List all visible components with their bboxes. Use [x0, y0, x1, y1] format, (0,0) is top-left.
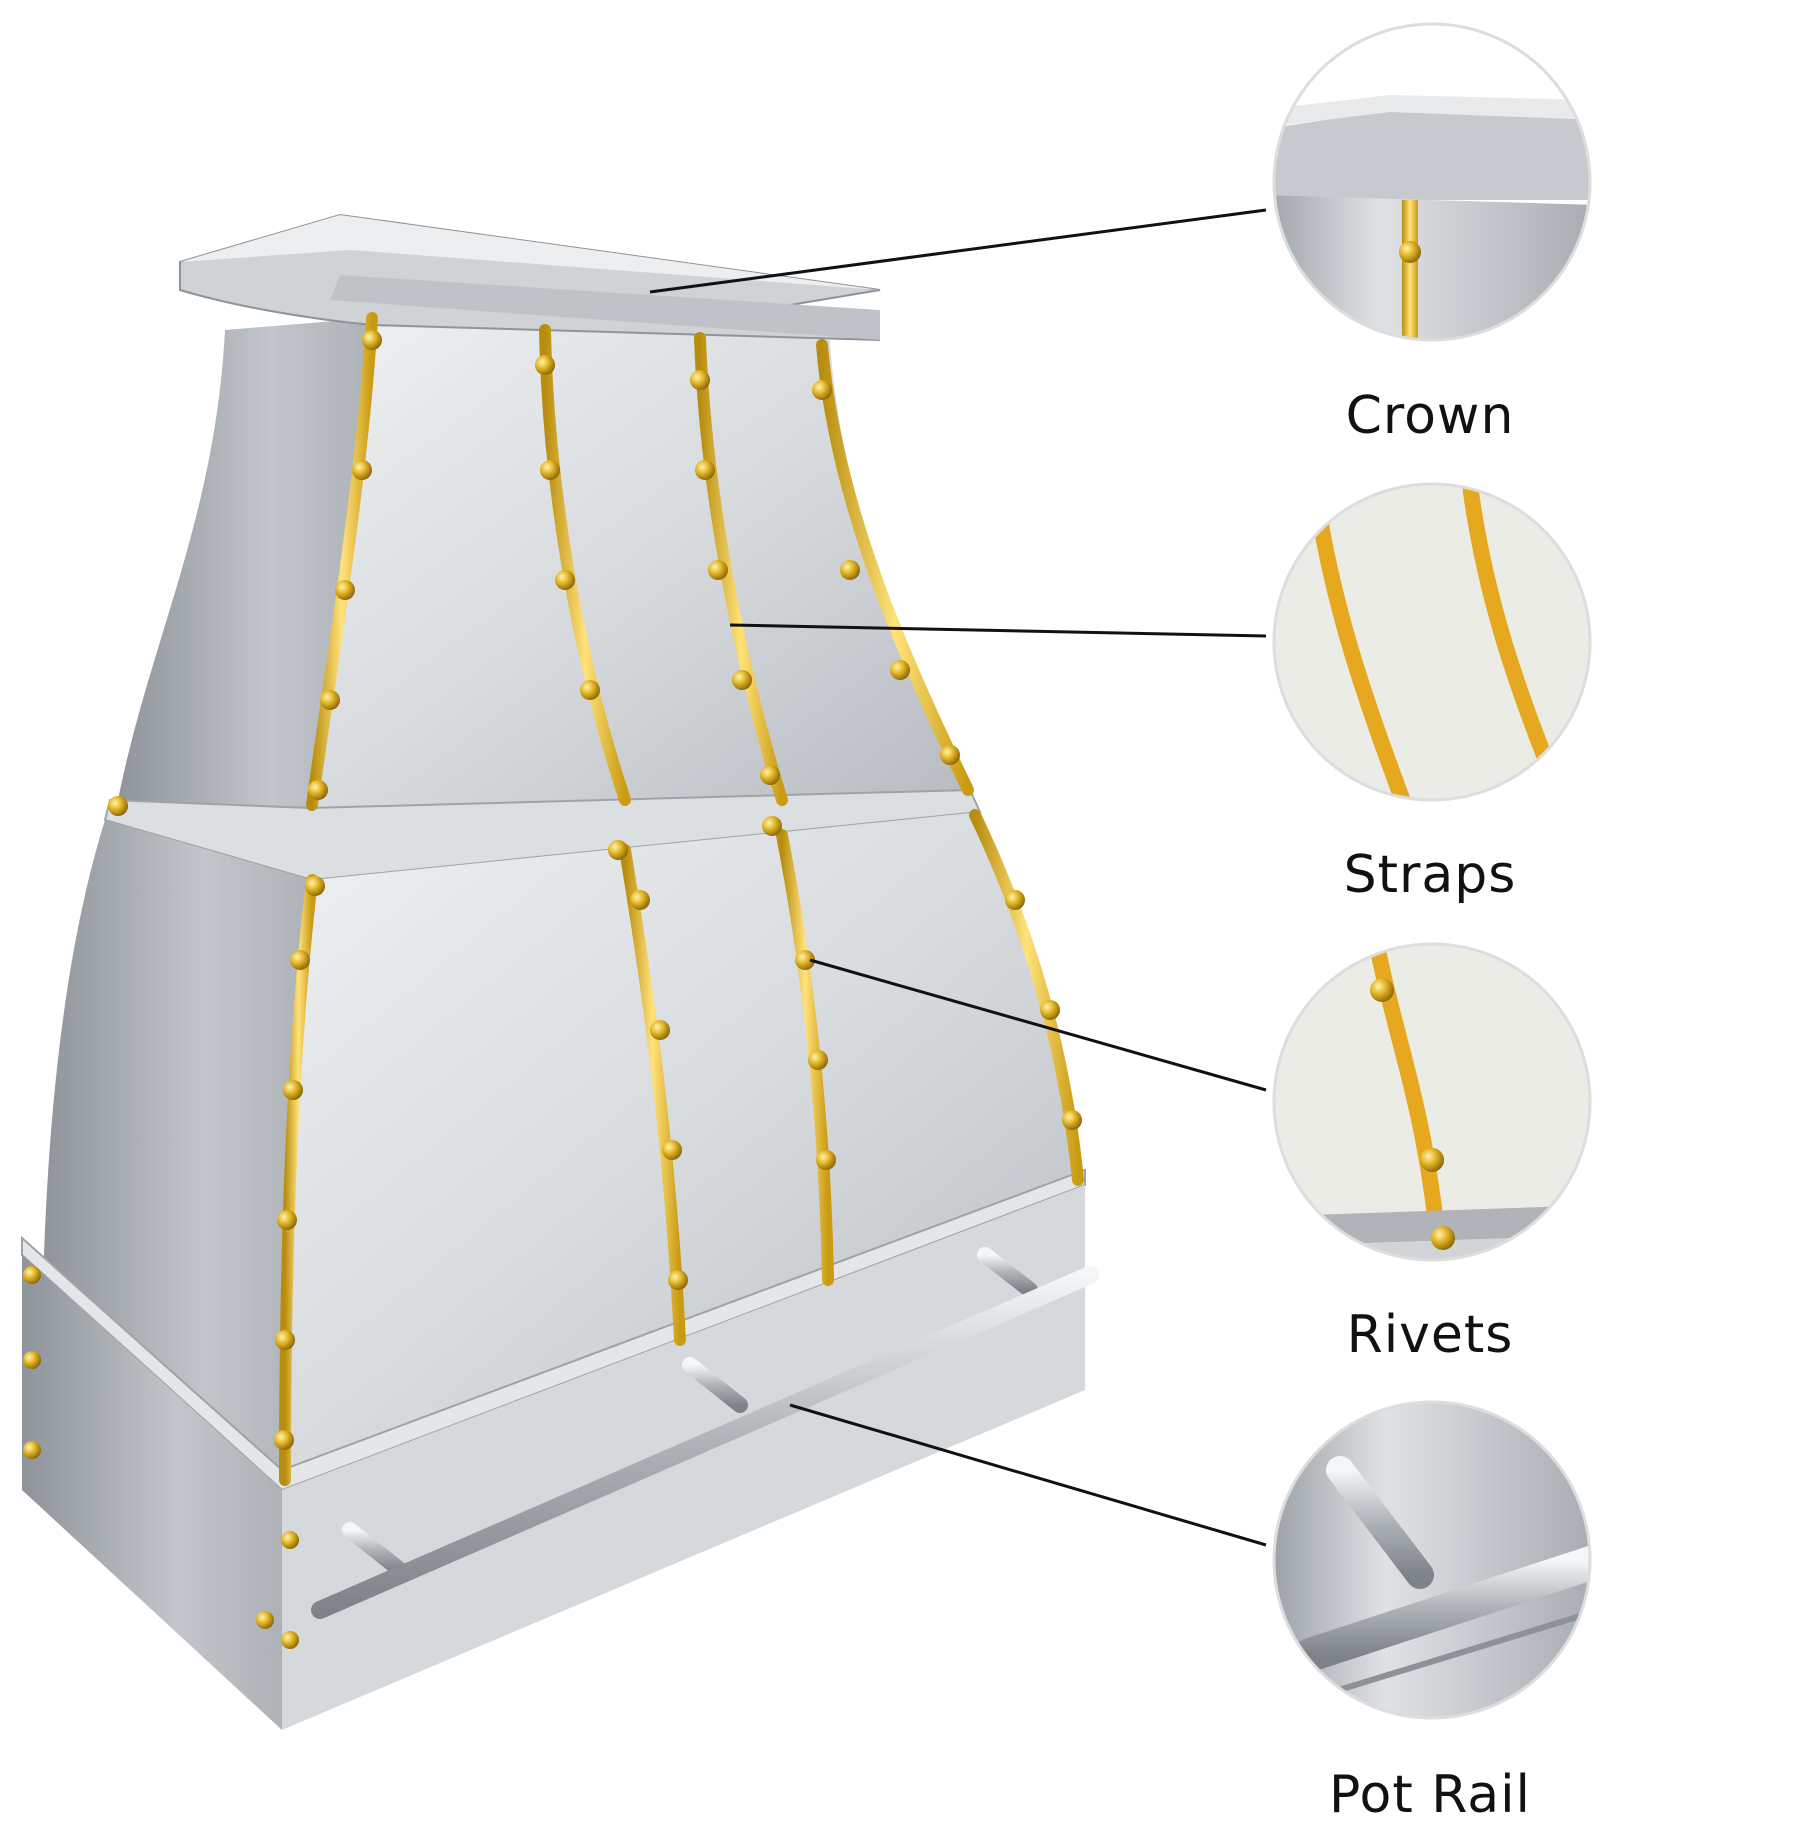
hood-base-side: [22, 1255, 282, 1730]
hood-upper-front: [310, 318, 970, 808]
callout-line-straps: [729, 623, 1267, 638]
callout-label-crown: Crown: [1345, 386, 1515, 446]
callout-line-crown: [649, 208, 1267, 294]
detail-circle-rivets: [1274, 944, 1590, 1260]
callout-line-rivets: [809, 958, 1267, 1092]
detail-circle-crown-border: [1272, 22, 1592, 342]
hood-lower-side: [41, 820, 313, 1470]
callout-label-rivets: Rivets: [1346, 1305, 1514, 1365]
callout-lines: [649, 208, 1267, 1547]
hood-upper-side: [118, 318, 372, 808]
callout-label-pot-rail: Pot Rail: [1329, 1765, 1531, 1825]
brass-rivets: [23, 330, 1082, 1649]
detail-circle-pot-rail-border: [1272, 1400, 1592, 1720]
detail-circle-pot-rail: [1274, 1402, 1590, 1718]
callout-label-straps: Straps: [1343, 845, 1517, 905]
range-hood: [21, 213, 1099, 1730]
detail-circle-crown: [1274, 24, 1590, 340]
hood-crown: [179, 213, 881, 341]
pot-rail: [311, 1247, 1099, 1619]
detail-circle-rivets-border: [1272, 942, 1592, 1262]
callout-line-pot-rail: [789, 1403, 1267, 1547]
hood-lower-front: [282, 812, 1080, 1470]
detail-circle-straps-border: [1272, 482, 1592, 802]
